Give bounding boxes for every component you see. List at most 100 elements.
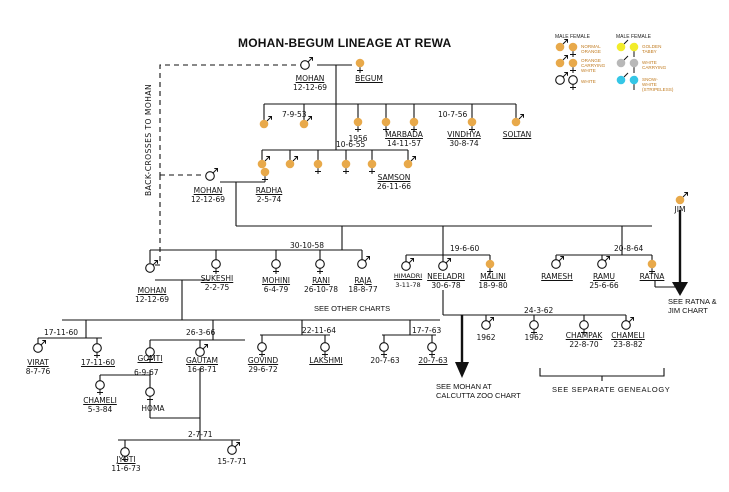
- symbol-radha: [260, 167, 270, 183]
- symbol-g1-1956: [353, 117, 363, 133]
- symbol-g2-5: [367, 159, 377, 175]
- person-20-7-63-b: 20-7-63: [418, 356, 448, 365]
- date-2-7-71: 2-7-71: [188, 430, 213, 439]
- legend-white: WHITE: [581, 79, 596, 84]
- symbol-g2-1: [257, 156, 270, 169]
- person-lakshmi: LAKSHMI: [309, 356, 343, 365]
- symbol-gautam: [195, 343, 209, 357]
- symbol-mohan-top: [300, 56, 314, 70]
- symbol-b1962a: [481, 316, 495, 330]
- symbol-sukeshi: [211, 259, 221, 275]
- connector-lines: [37, 64, 682, 450]
- symbol-chameli-r: [621, 316, 635, 330]
- person-gomti: GOMTI: [137, 354, 163, 363]
- symbol-mohan-mid: [205, 167, 219, 181]
- symbol-rani: [315, 259, 325, 275]
- see-mohan-note-line1: SEE MOHAN AT: [436, 382, 492, 391]
- date-26-3-66: 26-3-66: [186, 328, 216, 337]
- symbol-govind: [257, 342, 267, 358]
- legend-swatches: [555, 39, 639, 91]
- person-15-7-71: 15-7-71: [217, 457, 247, 466]
- symbol-mohini: [271, 259, 281, 275]
- backcross-label: BACK-CROSSES TO MOHAN: [144, 83, 153, 196]
- person-ratna: RATNA: [639, 272, 665, 281]
- date-6-9-67: 6-9-67: [134, 368, 159, 377]
- symbol-raja: [357, 255, 371, 269]
- separate-genealogy-note: SEE SEPARATE GENEALOGY: [552, 385, 671, 394]
- symbol-mohan-low: [145, 259, 159, 273]
- date-7-9-53: 7-9-53: [282, 110, 307, 119]
- symbol-g1-1: [259, 116, 272, 129]
- symbol-ramu: [597, 255, 611, 269]
- date-20-8-64: 20-8-64: [614, 244, 644, 253]
- person-17-11-60: 17-11-60: [80, 358, 116, 367]
- person-begum: BEGUM: [355, 74, 383, 83]
- date-30-10-58: 30-10-58: [290, 241, 325, 250]
- symbol-g2-3: [313, 159, 323, 175]
- legend-white-carrying: WHITE CARRYING: [642, 60, 667, 70]
- person-jim: JIM: [674, 205, 686, 214]
- legend-header-2: MALE FEMALE: [616, 34, 652, 40]
- date-22-11-64: 22-11-64: [302, 326, 337, 335]
- symbol-g2-2: [285, 156, 298, 169]
- person-20-7-63-a: 20-7-63: [370, 356, 400, 365]
- symbol-c15: [227, 441, 241, 455]
- legend-normal-orange: NORMAL ORANGE: [581, 44, 601, 54]
- see-ratna-note-line2: JIM CHART: [668, 306, 708, 315]
- symbol-homa: [145, 387, 155, 403]
- legend-snow-white: SNOW-WHITE (STRIPELESS): [642, 77, 674, 92]
- see-mohan-note-line2: CALCUTTA ZOO CHART: [436, 391, 521, 400]
- symbol-c20b: [427, 342, 437, 358]
- legend-orange-carrying-white: ORANGE CARRYING WHITE: [581, 58, 606, 73]
- date-17-11-60: 17-11-60: [44, 328, 79, 337]
- person-1962-b: 1962: [524, 333, 544, 342]
- person-ramesh: RAMESH: [541, 272, 573, 281]
- symbol-g2-4: [341, 159, 351, 175]
- symbol-himadri: [401, 257, 415, 271]
- symbol-jim: [675, 192, 688, 205]
- person-homa: HOMA: [141, 404, 165, 413]
- symbol-g2-samson: [403, 156, 416, 169]
- symbol-neeladri: [438, 257, 452, 271]
- symbol-lakshmi: [320, 342, 330, 358]
- symbol-v2: [92, 343, 102, 359]
- date-17-7-63: 17-7-63: [412, 326, 442, 335]
- see-other-charts-note: SEE OTHER CHARTS: [314, 304, 391, 313]
- legend-golden-tabby: GOLDEN TABBY: [642, 44, 662, 54]
- symbol-begum: [355, 58, 365, 74]
- see-ratna-note-line1: SEE RATNA &: [668, 297, 717, 306]
- symbol-c20a: [379, 342, 389, 358]
- symbol-ramesh: [551, 255, 565, 269]
- date-10-7-56: 10-7-56: [438, 110, 468, 119]
- date-19-6-60: 19-6-60: [450, 244, 480, 253]
- person-soltan: SOLTAN: [502, 130, 532, 139]
- date-24-3-62: 24-3-62: [524, 306, 554, 315]
- symbol-g1-soltan: [511, 114, 524, 127]
- individual-symbols: [33, 56, 688, 463]
- person-1956: 1956: [348, 134, 368, 143]
- page-title: MOHAN-BEGUM LINEAGE AT REWA: [238, 36, 452, 50]
- legend-header-1: MALE FEMALE: [555, 34, 591, 40]
